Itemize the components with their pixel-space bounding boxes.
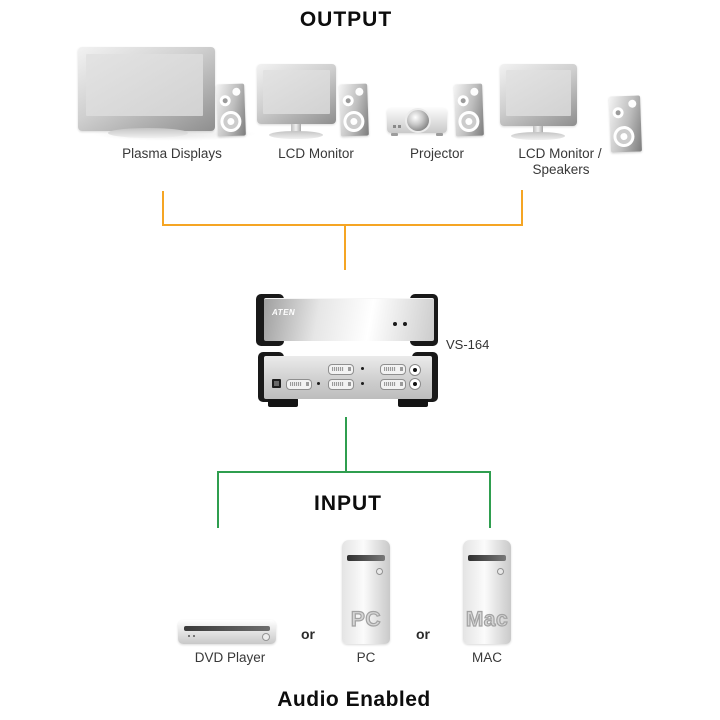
rear-dot <box>361 367 364 370</box>
input-connector-stub <box>345 417 347 471</box>
output-connector-horizontal <box>162 224 523 226</box>
vs164-foot <box>268 398 298 407</box>
lcd-speakers-label-line1: LCD Monitor / <box>518 146 602 161</box>
lcd-speakers-label-line2: Speakers <box>532 162 590 177</box>
input-connector-left <box>217 471 219 528</box>
output-connector-stub <box>344 226 346 270</box>
output-title: OUTPUT <box>299 8 393 31</box>
plasma-display-icon <box>78 47 215 131</box>
speaker-icon <box>339 83 369 137</box>
vs164-led <box>393 322 397 326</box>
or-separator: or <box>416 626 430 642</box>
pc-power-button <box>376 568 383 575</box>
vs164-front-panel: ATEN <box>264 298 434 341</box>
mac-label: MAC <box>472 650 502 665</box>
lcd-neck <box>291 124 301 133</box>
mac-tower-icon: Mac <box>463 540 511 644</box>
lcd-screen <box>506 70 571 116</box>
lcd-base <box>269 131 323 139</box>
speaker-driver-small <box>612 107 624 119</box>
speaker-driver-small <box>219 95 231 107</box>
lcd-monitor-label: LCD Monitor <box>278 146 354 161</box>
speaker-driver-small <box>342 95 354 107</box>
input-connector-right <box>489 471 491 528</box>
vs164-model-label: VS-164 <box>446 337 490 352</box>
speaker-driver-big <box>613 125 635 148</box>
speaker-tweeter <box>232 87 241 96</box>
dvd-button <box>193 635 195 637</box>
rear-dot <box>361 382 364 385</box>
lcd-monitor-icon <box>257 64 336 124</box>
dvd-player-icon <box>178 620 276 644</box>
pc-badge: PC <box>350 607 382 631</box>
input-title: INPUT <box>314 492 382 515</box>
speaker-icon <box>216 83 246 137</box>
dvi-port <box>286 379 312 390</box>
mac-drive-slot <box>468 555 506 561</box>
dvi-port <box>380 364 406 375</box>
dvd-player-label: DVD Player <box>194 650 266 665</box>
speaker-driver-big <box>458 110 480 133</box>
dvd-button <box>188 635 190 637</box>
pc-drive-slot <box>347 555 385 561</box>
mac-badge: Mac <box>465 607 509 631</box>
output-connector-right <box>521 190 523 226</box>
pc-tower-icon: PC <box>342 540 390 644</box>
projector-foot <box>436 133 443 136</box>
speaker-icon <box>609 95 642 153</box>
speaker-driver-big <box>220 110 242 133</box>
plasma-screen <box>86 54 203 116</box>
dvi-port <box>328 379 354 390</box>
dvd-slot <box>184 626 270 631</box>
output-connector-left <box>162 191 164 226</box>
mac-power-button <box>497 568 504 575</box>
speaker-icon <box>454 83 484 137</box>
projector-label: Projector <box>409 146 465 161</box>
speaker-tweeter <box>628 99 637 108</box>
projector-foot <box>391 133 398 136</box>
dvi-port <box>380 379 406 390</box>
lcd-monitor2-icon <box>500 64 577 126</box>
input-connector-horizontal <box>217 471 491 473</box>
vs164-rear-panel <box>264 356 432 399</box>
plasma-base <box>108 128 188 138</box>
speaker-tweeter <box>470 87 479 96</box>
aten-logo: ATEN <box>272 308 296 317</box>
dvi-port <box>328 364 354 375</box>
audio-jack <box>409 378 421 390</box>
or-separator: or <box>301 626 315 642</box>
dvd-knob <box>262 633 270 641</box>
vs164-led <box>403 322 407 326</box>
lcd-neck <box>533 126 543 134</box>
projector-button <box>393 125 396 128</box>
speaker-driver-small <box>457 95 469 107</box>
speaker-driver-big <box>343 110 365 133</box>
usb-port <box>272 379 281 388</box>
rear-dot <box>317 382 320 385</box>
vs164-foot <box>398 398 428 407</box>
projector-lens <box>405 108 431 133</box>
projector-button <box>398 125 401 128</box>
plasma-label: Plasma Displays <box>122 146 222 161</box>
audio-enabled-caption: Audio Enabled <box>277 688 431 711</box>
pc-label: PC <box>356 650 376 665</box>
lcd-screen <box>263 70 330 114</box>
speaker-tweeter <box>355 87 364 96</box>
lcd-base <box>511 132 565 140</box>
audio-jack <box>409 364 421 376</box>
